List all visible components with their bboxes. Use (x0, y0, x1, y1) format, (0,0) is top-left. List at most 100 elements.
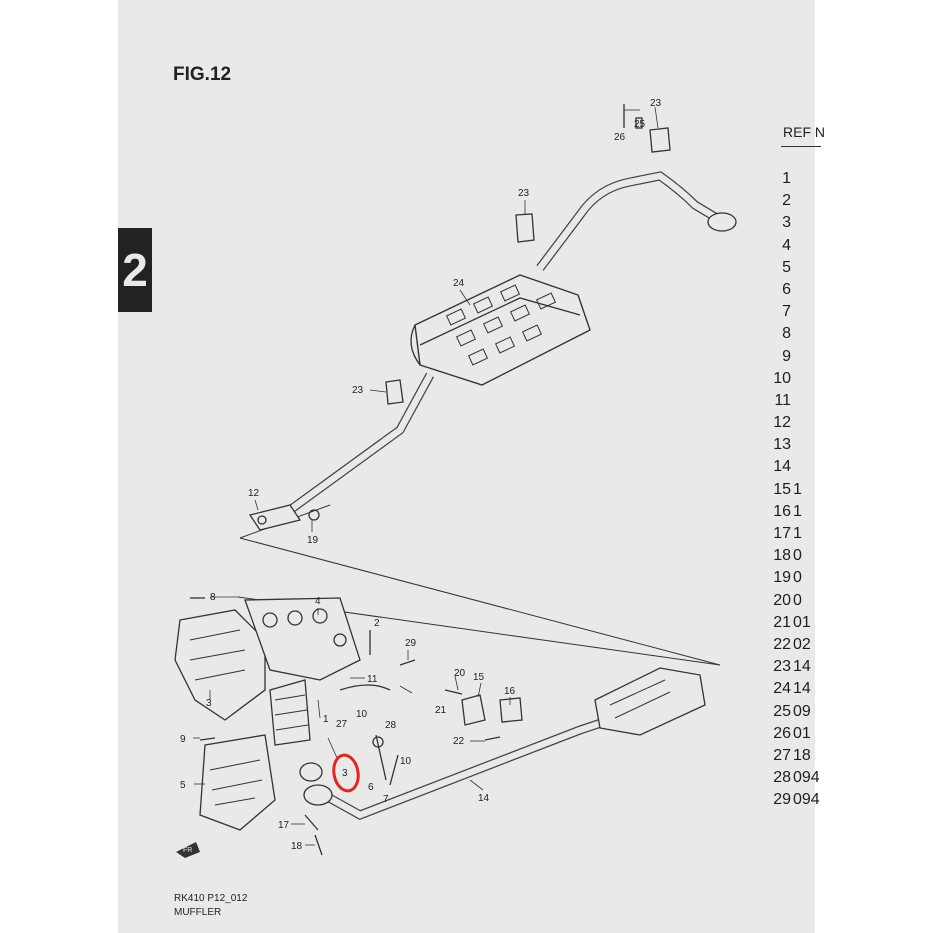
ref-number: 9 (782, 347, 791, 365)
ref-number: 21 (773, 613, 791, 631)
footer: RK410 P12_012 MUFFLER (174, 892, 247, 920)
ref-number: 26 (773, 724, 791, 742)
callout-7: 7 (383, 794, 389, 805)
part-number-fragment: 0 (793, 547, 802, 565)
ref-row: 2 (757, 192, 817, 214)
ref-number: 10 (773, 369, 791, 387)
part-number-fragment: 0 (793, 569, 802, 587)
figure-title: FIG.12 (173, 64, 232, 85)
ref-row: 3 (757, 214, 817, 236)
ref-number: 5 (782, 258, 791, 276)
ref-row: 12 (757, 414, 817, 436)
callout-23: 23 (518, 188, 530, 199)
callout-26: 26 (614, 132, 626, 143)
callout-25: 25 (634, 119, 646, 130)
ref-row: 10 (757, 370, 817, 392)
highlight-circle (332, 753, 360, 793)
ref-number: 29 (773, 791, 791, 809)
ref-number: 25 (773, 702, 791, 720)
part-number-fragment: 094 (793, 769, 820, 787)
part-number-fragment: 1 (793, 525, 802, 542)
ref-number: 13 (773, 436, 791, 454)
ref-row: 14 (757, 458, 817, 480)
callout-3: 3 (342, 768, 348, 779)
ref-number: 11 (774, 391, 791, 409)
ref-row: 11 (757, 392, 817, 414)
ref-row: 5 (757, 259, 817, 281)
ref-column-header: REF N (783, 124, 825, 140)
callout-16: 16 (504, 686, 516, 697)
ref-row: 9 (757, 348, 817, 370)
divider-line (239, 537, 721, 666)
callout-28: 28 (385, 720, 397, 731)
callout-23: 23 (650, 98, 662, 109)
callout-15: 15 (473, 672, 485, 683)
part-number-fragment: 18 (793, 746, 811, 764)
ref-row: 4 (757, 237, 817, 259)
ref-number: 19 (773, 569, 791, 587)
ref-number: 4 (782, 236, 791, 254)
callout-29: 29 (405, 638, 417, 649)
ref-number: 14 (773, 458, 791, 476)
drawing-name: MUFFLER (174, 907, 222, 918)
ref-number: 23 (773, 658, 791, 676)
part-number-fragment: 09 (793, 702, 811, 720)
ref-number: 17 (773, 525, 791, 542)
part-number-fragment: 01 (793, 613, 811, 631)
part-number-fragment: 02 (793, 635, 811, 653)
ref-row: 6 (757, 281, 817, 303)
callout-22: 22 (453, 736, 465, 747)
ref-number: 8 (782, 325, 791, 343)
header-underline (781, 146, 821, 147)
callout-6: 6 (368, 782, 374, 793)
ref-number: 6 (782, 280, 791, 298)
ref-number: 24 (773, 680, 791, 698)
callout-12: 12 (248, 488, 260, 499)
ref-number: 2 (782, 192, 791, 210)
svg-text:FR: FR (183, 847, 192, 854)
part-number-fragment: 1 (793, 502, 802, 520)
ref-number: 27 (773, 746, 791, 764)
callout-18: 18 (291, 841, 303, 852)
ref-row: 1 (757, 170, 817, 192)
ref-number: 28 (773, 769, 791, 787)
ref-row: 7 (757, 303, 817, 325)
part-number-fragment: 01 (793, 724, 811, 742)
callout-10: 10 (356, 709, 368, 720)
callout-2: 2 (374, 618, 380, 629)
callout-1: 1 (323, 714, 329, 725)
part-number-fragment: 094 (793, 791, 820, 809)
ref-row: 13 (757, 436, 817, 458)
front-arrow-icon: FR (176, 842, 200, 858)
part-number-fragment: 14 (793, 658, 811, 676)
ref-number: 15 (773, 480, 791, 498)
ref-number: 18 (773, 547, 791, 565)
callout-3: 3 (206, 698, 212, 709)
callout-11: 11 (367, 674, 378, 685)
drawing-code: RK410 P12_012 (174, 893, 248, 904)
callout-20: 20 (454, 668, 466, 679)
ref-number: 16 (773, 502, 791, 520)
callout-4: 4 (315, 596, 321, 607)
callout-19: 19 (307, 535, 319, 546)
part-number-fragment: 1 (793, 480, 802, 498)
callout-8: 8 (210, 592, 216, 603)
ref-number: 3 (782, 214, 791, 232)
callout-27: 27 (336, 719, 348, 730)
